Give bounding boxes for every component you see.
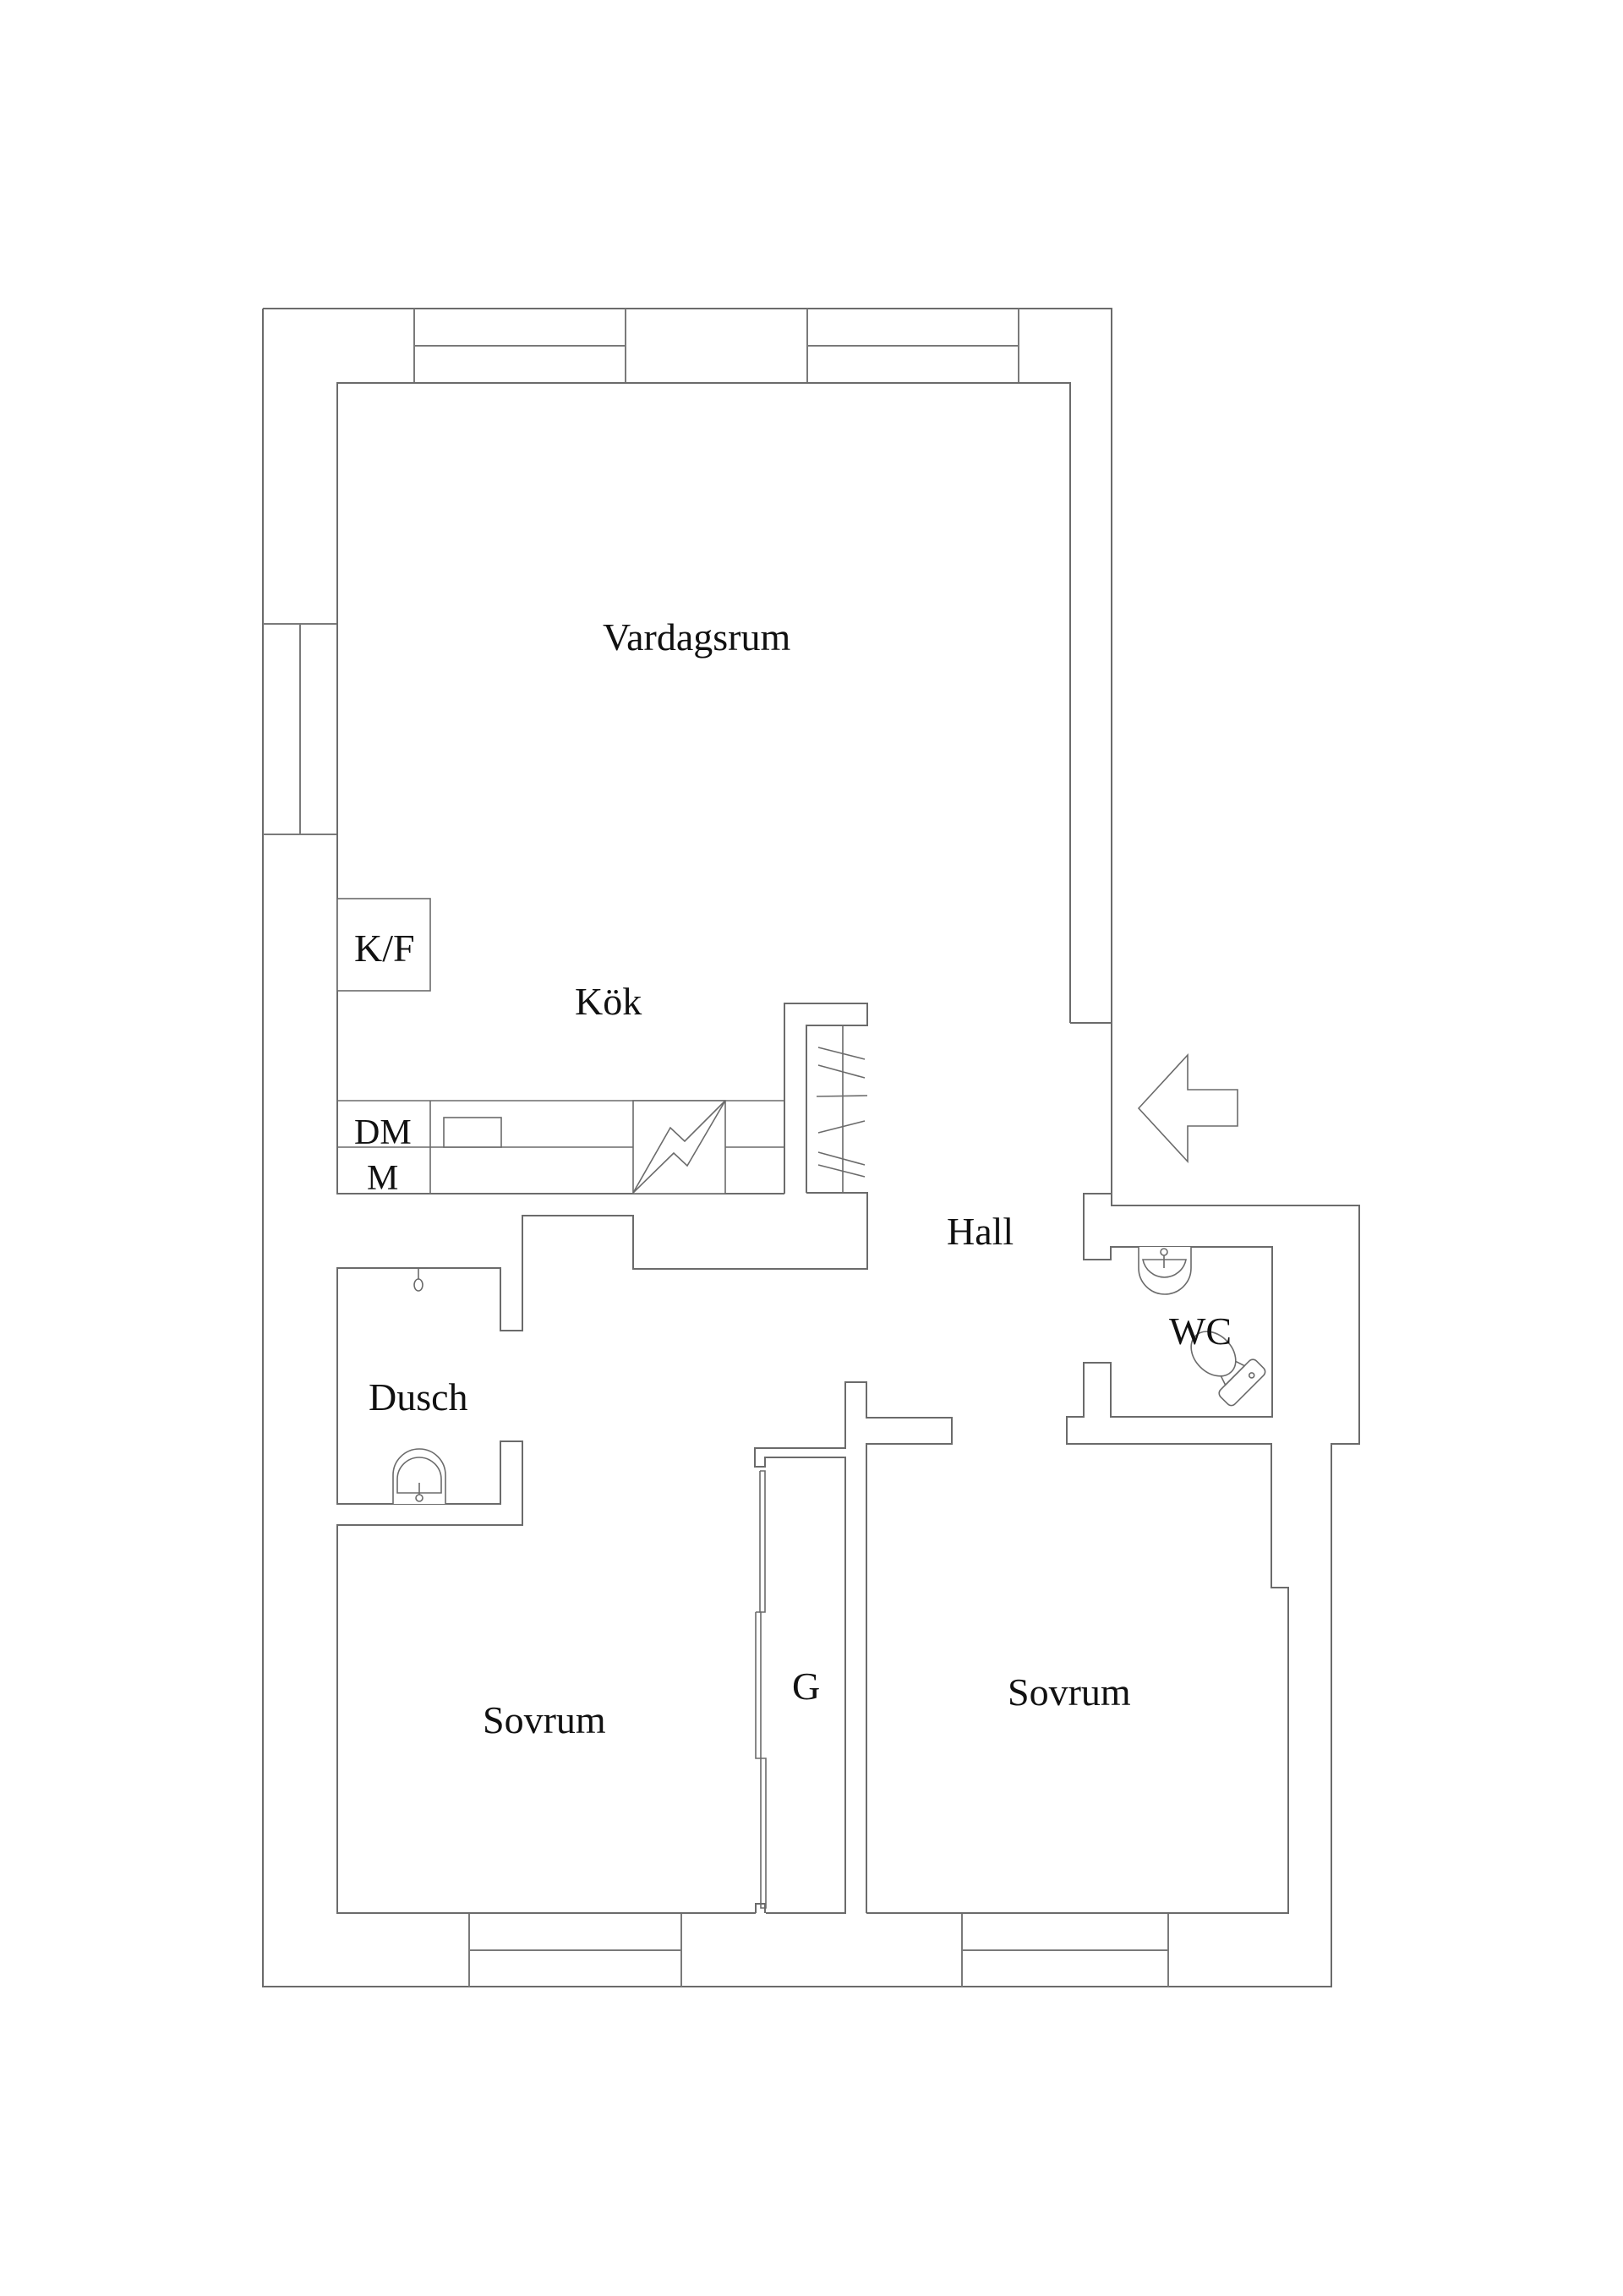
sink-icon-wc xyxy=(1138,1247,1192,1295)
label-dishwasher: DM xyxy=(354,1113,412,1152)
shower-head-icon xyxy=(409,1267,428,1292)
fridge-freezer xyxy=(336,898,431,992)
sink-icon-shower xyxy=(392,1448,446,1504)
stove-icon xyxy=(632,1100,726,1194)
entrance-arrow-icon xyxy=(1137,1052,1238,1164)
outer-wall xyxy=(262,308,1360,1987)
wardrobe-sliding-doors xyxy=(755,1470,767,1913)
living-kitchen-walls xyxy=(336,382,1112,1194)
window-top-left xyxy=(413,309,626,383)
label-wc: WC xyxy=(1169,1309,1232,1353)
window-bottom-right xyxy=(961,1913,1169,1987)
toilet-icon xyxy=(1190,1331,1266,1407)
label-kitchen: Kök xyxy=(575,980,642,1023)
window-left xyxy=(263,623,337,835)
central-wall xyxy=(754,1381,953,1914)
window-top-right xyxy=(806,309,1019,383)
hall-closet xyxy=(784,1003,868,1194)
hanger-icon xyxy=(816,1047,868,1178)
label-hall: Hall xyxy=(947,1210,1014,1253)
label-bedroom-right: Sovrum xyxy=(1008,1670,1131,1714)
label-bedroom-left: Sovrum xyxy=(483,1698,606,1741)
label-shower: Dusch xyxy=(369,1375,468,1419)
label-living-room: Vardagsrum xyxy=(603,615,790,659)
hall-right-wall xyxy=(866,1023,1289,1914)
label-wardrobe: G xyxy=(792,1665,820,1708)
window-bottom-left xyxy=(468,1913,682,1987)
label-fridge-freezer: K/F xyxy=(354,927,415,970)
kitchen-lower-wall xyxy=(336,1192,868,1914)
label-microwave: M xyxy=(367,1159,398,1198)
